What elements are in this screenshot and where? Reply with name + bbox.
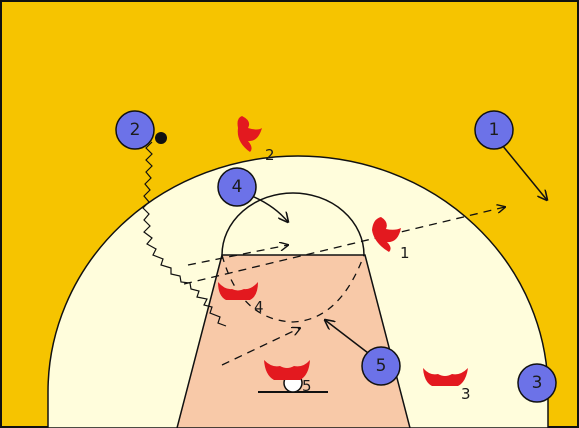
- defender-5: 5: [264, 360, 312, 395]
- player-label: 2: [130, 120, 141, 140]
- player-label: 4: [232, 177, 243, 197]
- ball: [155, 132, 167, 144]
- defender-label: 4: [254, 298, 264, 316]
- offense-player-3: 3: [517, 363, 557, 403]
- cut-4-to-elbow: [251, 195, 288, 222]
- offense-player-5: 5: [361, 346, 401, 386]
- pass-to-5: [221, 328, 300, 366]
- offense-player-1: 1: [474, 110, 514, 150]
- player-label: 1: [489, 120, 500, 140]
- defender-1: 1: [372, 217, 410, 262]
- defender-3: 3: [423, 368, 471, 403]
- defender-4: 4: [218, 282, 264, 316]
- pass-to-4: [187, 245, 288, 266]
- player-label: 3: [532, 373, 543, 393]
- defender-label: 5: [302, 377, 312, 395]
- dribble-path: [142, 141, 227, 327]
- defender-2: 2: [237, 116, 275, 164]
- defender-label: 2: [265, 146, 275, 164]
- player-label: 5: [376, 356, 387, 376]
- offense-player-4: 4: [217, 167, 257, 207]
- defender-label: 1: [400, 244, 410, 262]
- offense-player-2: 2: [115, 110, 155, 150]
- free-throw-circle: [221, 192, 365, 256]
- cut-1-to-wing: [501, 144, 547, 200]
- cut-5-to-post: [325, 320, 373, 357]
- defender-label: 3: [461, 385, 471, 403]
- free-throw-circle-dashed: [221, 254, 365, 323]
